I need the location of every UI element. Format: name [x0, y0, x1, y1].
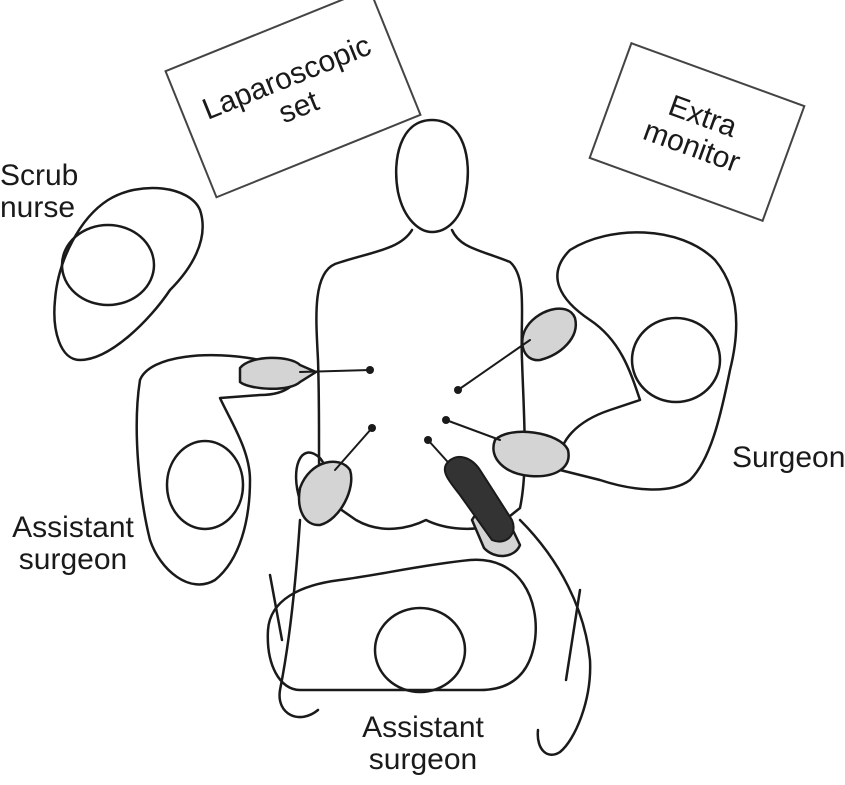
patient-head [394, 118, 470, 234]
trocar-ports [366, 366, 462, 444]
scrub-nurse-label: Scrub nurse [0, 160, 78, 224]
assistant-surgeon-left-figure [135, 353, 353, 586]
assistant-left-head [165, 439, 245, 531]
surgeon-body [556, 231, 738, 491]
assistant-surgeon-left-label: Assistant surgeon [6, 512, 140, 576]
surgeon-glove-upper [521, 307, 578, 362]
assistant-surgeon-left-line-1: Assistant [12, 511, 134, 544]
assistant-left-glove-2 [297, 460, 353, 527]
instrument-right-lower [445, 419, 501, 441]
instruments [299, 339, 531, 543]
assistant-surgeon-bottom-line-2: surgeon [368, 743, 478, 776]
camera-body [443, 455, 515, 543]
assistant-left-glove-1 [238, 356, 318, 390]
assistant-bottom-body [266, 558, 537, 692]
scrub-nurse-line-2: nurse [0, 191, 76, 224]
patient-left-leg [278, 518, 320, 719]
instrument-left-lower [334, 427, 373, 471]
patient-torso [315, 228, 527, 531]
patient-right-leg [518, 518, 592, 756]
instrument-right-upper [457, 339, 531, 391]
scrub-nurse-figure [53, 186, 204, 362]
instrument-left-upper [299, 369, 371, 373]
surgeon-figure [492, 231, 738, 491]
assistant-surgeon-left-line-2: surgeon [18, 543, 128, 576]
scrub-nurse-body [53, 186, 204, 362]
assistant-surgeon-bottom-label: Assistant surgeon [352, 712, 494, 776]
surgeon-label: Surgeon [732, 442, 845, 474]
assistant-surgeon-bottom-line-1: Assistant [362, 711, 484, 744]
assistant-bottom-head [373, 606, 467, 694]
surgeon-glove-lower [492, 430, 570, 478]
table-edge-right [564, 588, 582, 682]
scrub-nurse-head [60, 223, 156, 307]
surgeon-line-1: Surgeon [732, 441, 845, 474]
surgeon-head [630, 316, 722, 404]
scrub-nurse-line-1: Scrub [0, 159, 79, 192]
